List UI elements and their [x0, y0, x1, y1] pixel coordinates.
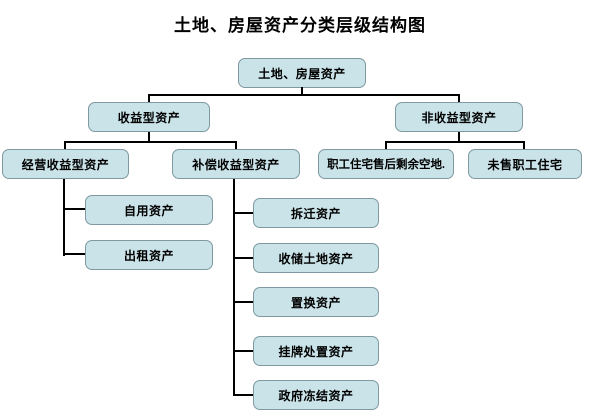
- node-operating-income: 经营收益型资产: [2, 149, 129, 179]
- connector-line: [458, 94, 460, 103]
- connector-line: [63, 253, 85, 255]
- node-replacement: 置换资产: [253, 287, 379, 317]
- connector-line: [385, 141, 387, 150]
- node-gov-frozen: 政府冻结资产: [253, 380, 379, 410]
- connector-line: [458, 132, 460, 143]
- connector-line: [64, 141, 66, 150]
- node-non-income: 非收益型资产: [395, 102, 523, 132]
- node-listing-disposal: 挂牌处置资产: [253, 336, 379, 366]
- connector-line: [148, 132, 150, 143]
- node-self-use: 自用资产: [85, 195, 213, 225]
- connector-line: [523, 141, 525, 150]
- connector-line: [63, 208, 85, 210]
- node-compensation-income: 补偿收益型资产: [172, 149, 300, 179]
- connector-line: [233, 350, 253, 352]
- connector-line: [301, 87, 303, 95]
- node-staff-housing-land: 职工住宅售后剩余空地.: [318, 149, 454, 179]
- connector-line: [385, 141, 525, 143]
- node-land-reserve: 收储土地资产: [253, 243, 379, 273]
- node-income: 收益型资产: [88, 102, 210, 132]
- node-rental: 出租资产: [85, 240, 213, 270]
- connector-line: [233, 394, 253, 396]
- connector-line: [233, 212, 253, 214]
- connector-line: [64, 141, 237, 143]
- node-demolition: 拆迁资产: [253, 198, 379, 228]
- diagram-title: 土地、房屋资产分类层级结构图: [174, 16, 426, 35]
- connector-line: [148, 94, 150, 103]
- connector-line: [63, 179, 65, 256]
- connector-line: [233, 301, 253, 303]
- node-unsold-housing: 未售职工住宅: [468, 149, 582, 179]
- connector-line: [148, 94, 460, 96]
- connector-line: [233, 179, 235, 396]
- connector-line: [235, 141, 237, 150]
- connector-line: [233, 257, 253, 259]
- node-root: 土地、房屋资产: [238, 58, 366, 88]
